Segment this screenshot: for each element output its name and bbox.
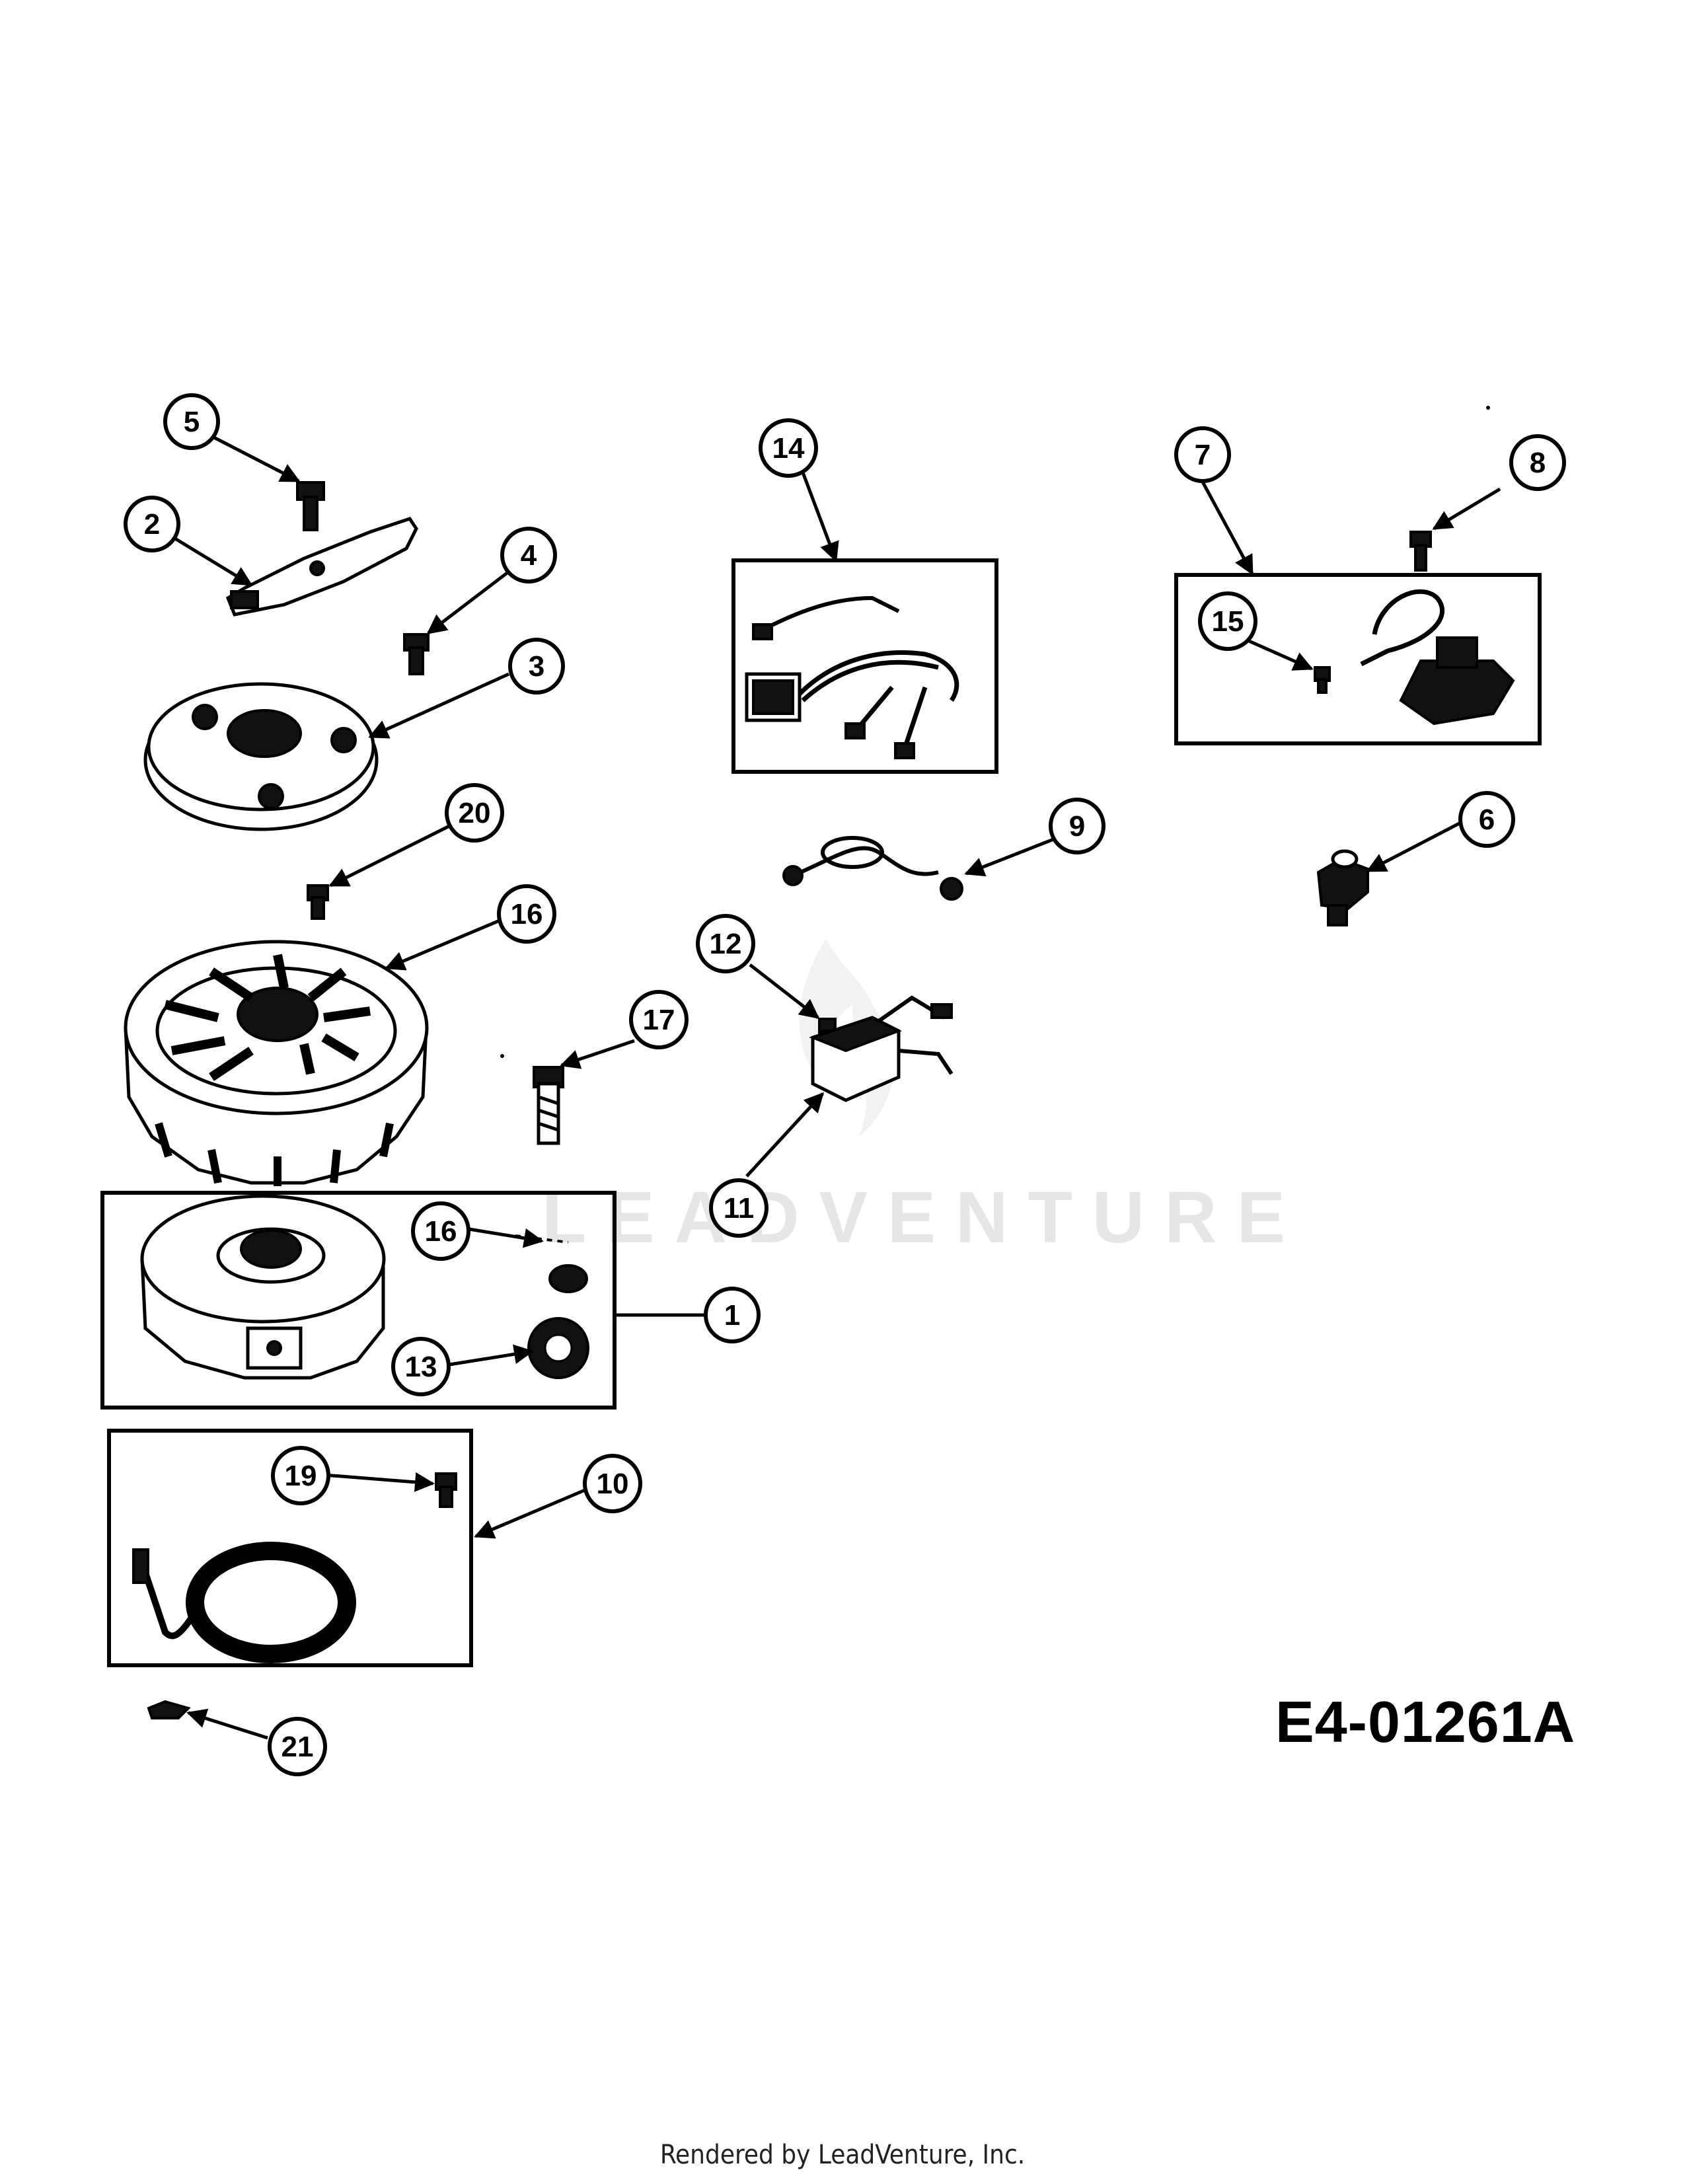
part-21-terminal [147, 1700, 191, 1719]
callout-7: 7 [1174, 426, 1231, 483]
part-2-shield [225, 517, 418, 617]
callout-13: 13 [391, 1337, 451, 1396]
part-16-flywheel-fan [124, 940, 429, 1186]
svg-text:3: 3 [529, 650, 544, 683]
callout-4: 4 [500, 527, 557, 584]
callout-15: 15 [1198, 591, 1257, 651]
part-7-ignition-coil [1360, 589, 1515, 726]
part-1-starter [140, 1194, 386, 1380]
leader-5 [210, 434, 301, 483]
svg-text:16: 16 [511, 898, 543, 930]
part-8-screw [1409, 531, 1432, 572]
svg-text:20: 20 [459, 797, 491, 829]
diagram-code: E4-01261A [1275, 1689, 1576, 1754]
leader-14 [801, 472, 839, 562]
callout-20: 20 [445, 783, 504, 843]
svg-text:14: 14 [772, 432, 805, 465]
leader-4 [426, 570, 510, 634]
leader-10 [474, 1488, 585, 1539]
leader-20 [328, 821, 457, 887]
svg-text:10: 10 [597, 1468, 629, 1500]
part-19-screw [435, 1472, 457, 1508]
box-1-starter [100, 1191, 617, 1410]
callout-10: 10 [583, 1454, 642, 1513]
svg-text:17: 17 [643, 1004, 675, 1036]
box-10-alternator [107, 1429, 473, 1667]
svg-text:7: 7 [1195, 439, 1211, 471]
callout-5: 5 [163, 393, 220, 450]
part-gear-small [548, 1264, 588, 1293]
callout-2: 2 [124, 496, 180, 552]
callout-21: 21 [268, 1717, 327, 1776]
callout-11: 11 [709, 1178, 768, 1238]
leader-21 [186, 1708, 268, 1740]
svg-text:16: 16 [425, 1215, 457, 1248]
box-7-ignition [1174, 573, 1542, 745]
part-4-screw [403, 633, 430, 675]
leader-8 [1432, 487, 1501, 531]
svg-text:6: 6 [1479, 804, 1495, 836]
box-14-harness [731, 558, 998, 774]
part-16-bolt-small [515, 1234, 569, 1244]
leader-11 [745, 1092, 825, 1178]
leader-6 [1366, 817, 1468, 873]
part-20-screw [307, 884, 329, 920]
speck [500, 1054, 504, 1058]
svg-text:1: 1 [724, 1299, 740, 1332]
svg-text:5: 5 [184, 406, 200, 438]
part-9-wire [782, 836, 963, 901]
svg-text:15: 15 [1212, 605, 1244, 638]
part-15-screw [1314, 666, 1331, 694]
footer-credit: Rendered by LeadVenture, Inc. [659, 2140, 1026, 2170]
watermark-text: LEADVENTURE [542, 1177, 1305, 1258]
leader-16-top [385, 915, 508, 971]
leader-2 [174, 537, 253, 587]
callout-12: 12 [696, 914, 755, 973]
leader-7 [1197, 474, 1254, 576]
part-14-wire-harness [745, 595, 959, 759]
part-17-bolt [533, 1066, 564, 1145]
speck [1486, 406, 1490, 410]
callout-19: 19 [271, 1446, 330, 1505]
leader-19 [323, 1472, 435, 1492]
leader-13 [449, 1344, 534, 1367]
leader-17 [560, 1039, 635, 1069]
part-10-stator-coil [132, 1542, 356, 1663]
svg-text:9: 9 [1069, 810, 1085, 843]
callout-6: 6 [1458, 791, 1515, 848]
callout-9: 9 [1049, 798, 1105, 854]
part-13-gear [527, 1317, 589, 1379]
part-5-screw [296, 481, 325, 531]
svg-text:12: 12 [710, 928, 742, 960]
callout-14: 14 [759, 418, 818, 478]
part-11-rectifier [809, 995, 954, 1102]
svg-text:2: 2 [144, 508, 160, 541]
svg-text:21: 21 [281, 1731, 314, 1763]
leader-3 [368, 672, 510, 739]
part-3-plate [143, 682, 379, 831]
callout-17: 17 [629, 990, 689, 1049]
part-6-switch [1316, 849, 1369, 926]
callout-3: 3 [508, 638, 565, 695]
svg-text:4: 4 [521, 539, 537, 572]
leader-16-bottom [468, 1227, 544, 1248]
svg-text:19: 19 [285, 1460, 317, 1492]
callout-16-bottom: 16 [411, 1201, 470, 1261]
callout-8: 8 [1509, 434, 1566, 491]
callout-16-top: 16 [497, 884, 556, 944]
callout-1: 1 [704, 1287, 761, 1343]
leader-15 [1248, 639, 1314, 671]
svg-text:11: 11 [724, 1192, 755, 1224]
leader-12 [749, 963, 820, 1019]
svg-text:13: 13 [405, 1351, 437, 1383]
svg-text:8: 8 [1530, 447, 1546, 479]
